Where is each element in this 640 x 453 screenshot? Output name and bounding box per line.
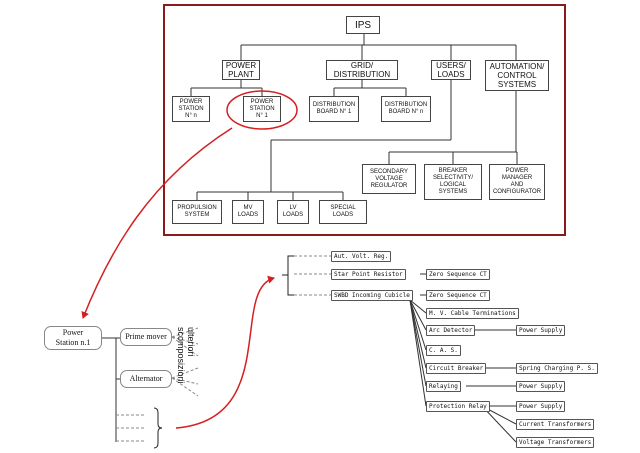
highlight-ellipse — [226, 90, 298, 130]
power-station-1-box: POWER STATION N° 1 — [243, 96, 281, 122]
zero-sequence-ct-box-2: Zero Sequence CT — [426, 290, 490, 301]
automation-control-box: AUTOMATION/ CONTROL SYSTEMS — [485, 60, 549, 91]
red-arrow-down — [81, 127, 233, 319]
ips-box: IPS — [346, 16, 380, 34]
power-supply-box-3: Power Supply — [516, 401, 566, 412]
zero-sequence-ct-box-1: Zero Sequence CT — [426, 269, 490, 280]
voltage-transformers-box: Voltage Transformers — [516, 437, 595, 448]
aut-volt-reg-box: Aut. Volt. Reg. — [331, 251, 392, 262]
curly-brace — [153, 407, 163, 449]
current-transformers-box: Current Transformers — [516, 419, 595, 430]
mv-loads-box: MV LOADS — [232, 200, 264, 224]
power-supply-box-1: Power Supply — [516, 325, 566, 336]
secondary-voltage-regulator-box: SECONDARY VOLTAGE REGULATOR — [362, 164, 416, 194]
mv-cable-terminations-box: M. V. Cable Terminations — [426, 308, 519, 319]
power-manager-box: POWER MANAGER AND CONFIGURATOR — [489, 164, 545, 200]
red-arrow-up — [175, 275, 275, 429]
hierarchy-frame — [163, 4, 566, 236]
grid-distribution-box: GRID/ DISTRIBUTION — [326, 60, 398, 80]
group-bracket — [282, 255, 294, 296]
spring-charging-ps-box: Spring Charging P. S. — [516, 363, 598, 374]
circuit-breaker-box: Circuit Breaker — [426, 363, 487, 374]
distribution-board-n-box: DISTRIBUTION BOARD N° n — [381, 96, 431, 122]
swbd-incoming-cubicle-box: SWBD Incoming Cubicle — [331, 290, 413, 301]
arc-detector-box: Arc Detector — [426, 325, 476, 336]
power-station-n1-box: Power Station n.1 — [44, 326, 102, 350]
special-loads-box: SPECIAL LOADS — [319, 200, 367, 224]
cas-box: C. A. S. — [426, 345, 461, 356]
distribution-board-1-box: DISTRIBUTION BOARD N° 1 — [309, 96, 359, 122]
alternator-box: Alternator — [120, 370, 172, 388]
users-loads-box: USERS/ LOADS — [431, 60, 471, 80]
prime-mover-box: Prime mover — [120, 328, 172, 346]
ulteriori-scomposizioni-label: ulteriori scomposizioni — [176, 327, 196, 384]
protection-relay-box: Protection Relay — [426, 401, 490, 412]
star-point-resistor-box: Star Point Resistor — [331, 269, 406, 280]
breaker-selectivity-box: BREAKER SELECTIVITY/ LOGICAL SYSTEMS — [424, 164, 482, 200]
lv-loads-box: LV LOADS — [277, 200, 309, 224]
propulsion-system-box: PROPULSION SYSTEM — [172, 200, 222, 224]
power-plant-box: POWER PLANT — [222, 60, 260, 80]
relaying-box: Relaying — [426, 381, 461, 392]
power-station-n-box: POWER STATION N° n — [172, 96, 210, 122]
hierarchy-lines — [190, 34, 518, 200]
station-lines — [102, 337, 120, 442]
power-supply-box-2: Power Supply — [516, 381, 566, 392]
